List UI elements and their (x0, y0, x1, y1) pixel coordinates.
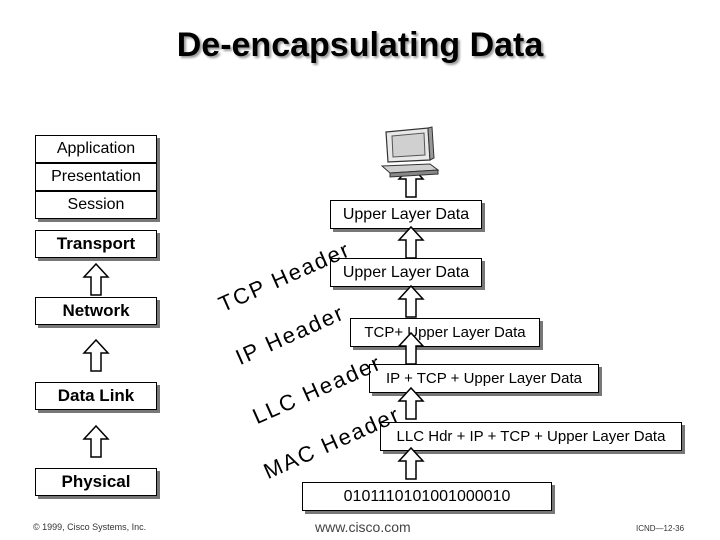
data-unit-upper-layer: Upper Layer Data (330, 200, 482, 229)
arrow-up-icon (398, 226, 424, 259)
arrow-up-icon (398, 285, 424, 318)
arrow-up-icon (83, 263, 109, 296)
layer-data-link: Data Link (35, 382, 157, 410)
arrow-up-icon (398, 447, 424, 480)
arrow-up-icon (398, 387, 424, 420)
layer-physical: Physical (35, 468, 157, 496)
layer-transport: Transport (35, 230, 157, 258)
arrow-up-icon (83, 339, 109, 372)
layer-session: Session (35, 191, 157, 219)
data-unit-upper-layer-transport: Upper Layer Data (330, 258, 482, 287)
footer-copyright: © 1999, Cisco Systems, Inc. (33, 522, 147, 532)
layer-application: Application (35, 135, 157, 163)
footer-slide-number: ICND—12-36 (636, 524, 685, 533)
layer-presentation: Presentation (35, 163, 157, 191)
data-unit-bits: 0101110101001000010 (302, 482, 552, 511)
slide-title: De-encapsulating Data (176, 26, 544, 64)
computer-icon (380, 126, 440, 178)
data-unit-llc-frame: LLC Hdr + IP + TCP + Upper Layer Data (380, 422, 682, 451)
footer-url: www.cisco.com (315, 519, 411, 535)
arrow-up-icon (398, 332, 424, 365)
data-unit-ip-packet: IP + TCP + Upper Layer Data (369, 364, 599, 393)
arrow-up-icon (83, 425, 109, 458)
layer-network: Network (35, 297, 157, 325)
data-unit-tcp-segment: TCP+ Upper Layer Data (350, 318, 540, 347)
